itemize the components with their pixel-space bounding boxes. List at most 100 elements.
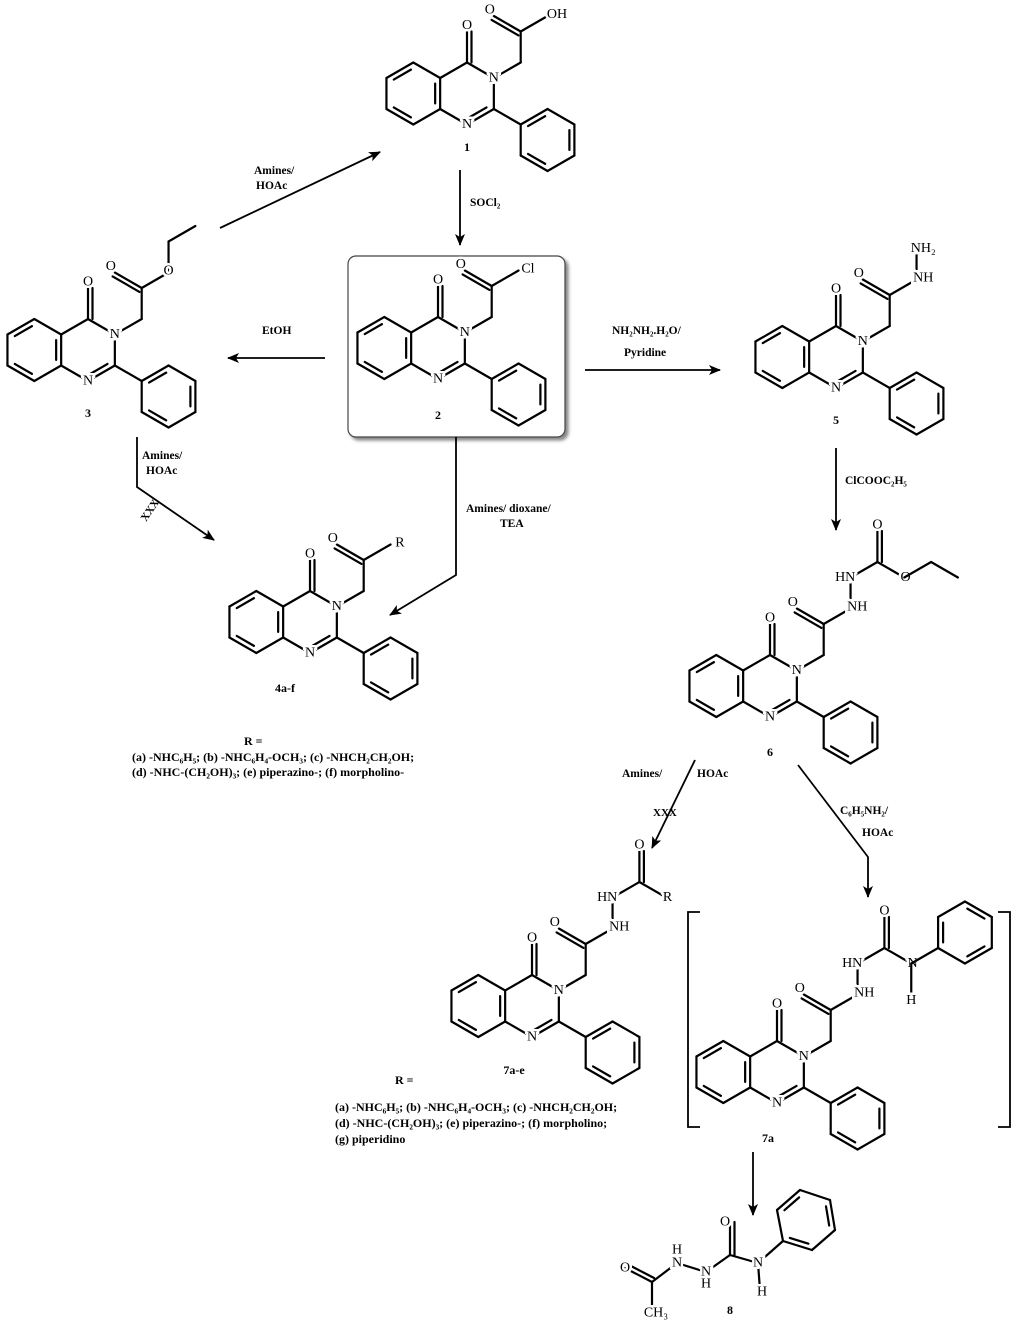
bond <box>688 700 718 719</box>
bond <box>702 1084 723 1097</box>
bond <box>463 362 493 381</box>
bond <box>781 1239 814 1252</box>
r-legend-7-line: (d) -NHC-(CH₂OH)₃; (e) piperazino-; (f) … <box>335 1116 607 1130</box>
bond <box>749 1039 779 1058</box>
bond <box>517 362 547 381</box>
bond <box>771 698 791 711</box>
bond <box>477 973 507 992</box>
bond <box>33 317 63 336</box>
bond <box>497 407 518 420</box>
atom-o: O <box>795 981 805 996</box>
bond <box>147 371 168 384</box>
compound-number-7a-e: 7a-e <box>503 1063 525 1077</box>
bracket-right <box>998 911 1011 1128</box>
bond <box>490 362 520 381</box>
bond <box>829 993 859 1012</box>
label-3-to-4-line2: HOAc <box>146 465 177 477</box>
compound-2-box <box>347 255 566 438</box>
bond <box>810 1228 837 1252</box>
bond <box>800 997 830 1015</box>
bond <box>356 362 386 381</box>
bond <box>861 371 891 390</box>
bond <box>86 317 116 336</box>
bond <box>6 317 36 336</box>
label-6-to-7-line2: HOAc <box>697 768 728 780</box>
atom-o: O <box>772 996 782 1011</box>
bond <box>492 14 522 33</box>
atom-substituent: Cl <box>521 261 534 276</box>
compound-number-2: 2 <box>435 408 441 422</box>
bond <box>86 364 116 383</box>
bond <box>802 1086 832 1105</box>
atom-o: O <box>879 903 889 918</box>
bond <box>966 907 986 920</box>
bond <box>147 409 168 422</box>
atom-o: O <box>106 259 116 274</box>
r-legend-7-title: R = <box>395 1073 414 1087</box>
atom-n: N <box>554 983 564 998</box>
atom-o: O <box>527 930 537 945</box>
atom-o: O <box>328 531 338 546</box>
bond <box>490 269 520 288</box>
bond <box>859 282 889 300</box>
bond <box>89 362 109 375</box>
bond <box>389 636 419 655</box>
bond <box>519 154 549 173</box>
bond <box>468 106 488 119</box>
r-legend-4-line: (a) -NHC₆H₅; (b) -NHC₆H₄-OCH₃; (c) -NHCH… <box>132 750 414 764</box>
atom-h: H <box>672 1243 682 1258</box>
bond <box>530 1020 560 1039</box>
atom-hn: HN <box>597 890 617 905</box>
label-5-to-6: ClCOOC₂H₅ <box>845 475 907 487</box>
bond <box>775 1039 805 1058</box>
bond <box>519 107 549 126</box>
bond <box>742 700 772 719</box>
atom-substituent: NH <box>847 599 867 614</box>
atom-substituent: NH <box>609 919 629 934</box>
bond <box>963 900 993 919</box>
bond <box>392 68 413 81</box>
bond <box>167 410 197 429</box>
bond <box>497 369 518 382</box>
label-6-to-7a-line1: C₆H₅NH₂/ <box>840 805 889 817</box>
atom-n: N <box>792 663 802 678</box>
bond <box>695 1039 725 1058</box>
bond <box>861 278 891 297</box>
bond <box>410 315 440 334</box>
bond <box>140 364 170 383</box>
atom-n: N <box>765 710 775 725</box>
atom-n: N <box>460 325 470 340</box>
bond <box>611 1020 641 1039</box>
atom-n: N <box>110 327 120 342</box>
atom-o: O <box>163 263 173 278</box>
bond <box>167 364 197 383</box>
bond <box>255 589 285 608</box>
bond <box>504 973 534 992</box>
bond <box>702 1047 723 1060</box>
bond <box>695 1086 725 1105</box>
atom-n: N <box>462 117 472 132</box>
atom-h: H <box>701 1277 711 1292</box>
bond <box>829 1086 859 1105</box>
bond <box>715 653 745 672</box>
bond <box>795 700 825 719</box>
bond <box>749 1086 779 1105</box>
bond <box>490 408 520 427</box>
bond <box>333 547 363 565</box>
bond <box>228 589 258 608</box>
bond <box>650 1261 679 1284</box>
bond <box>675 1261 708 1274</box>
bond <box>235 597 256 610</box>
atom-h: H <box>906 993 916 1008</box>
bond <box>362 636 392 655</box>
label-3-to-1-line1: Amines/ <box>254 165 295 177</box>
bond <box>13 362 34 375</box>
bond <box>308 636 338 655</box>
atom-o: O <box>550 915 560 930</box>
bond <box>829 745 850 758</box>
bond <box>704 1253 732 1274</box>
bond <box>788 1236 810 1245</box>
bond <box>623 1266 654 1284</box>
